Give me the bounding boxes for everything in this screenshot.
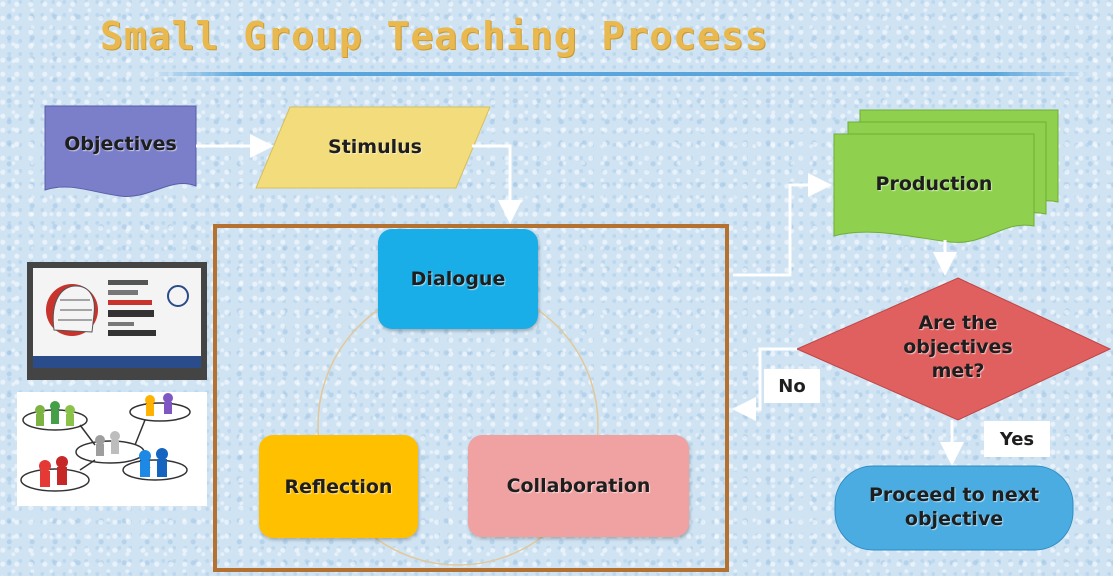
decision-label: Are the objectives met? xyxy=(903,312,1013,382)
arrow-stimulus-dialogue xyxy=(472,144,522,224)
production-shape-front xyxy=(833,133,1035,243)
people-network-image xyxy=(17,392,207,506)
proceed-label: Proceed to next objective xyxy=(868,484,1040,530)
dialogue-node: Dialogue xyxy=(378,229,538,329)
decision-shape xyxy=(795,277,1112,421)
stimulus-label: Stimulus xyxy=(328,135,422,158)
quote-poster-image xyxy=(27,262,207,380)
stimulus-shape xyxy=(255,106,491,189)
objectives-label: Objectives xyxy=(64,133,177,156)
no-label: No xyxy=(764,369,820,403)
collaboration-node: Collaboration xyxy=(468,435,689,537)
arrow-decision-no xyxy=(732,347,797,421)
reflection-node: Reflection xyxy=(259,435,418,538)
objectives-shape xyxy=(44,105,197,197)
title-underline xyxy=(150,72,1090,76)
yes-label: Yes xyxy=(984,421,1050,457)
cycle-frame xyxy=(213,224,729,572)
page-title: Small Group Teaching Process xyxy=(100,14,769,58)
proceed-shape xyxy=(834,465,1074,551)
production-label: Production xyxy=(875,173,993,196)
arrow-frame-production xyxy=(733,173,832,277)
